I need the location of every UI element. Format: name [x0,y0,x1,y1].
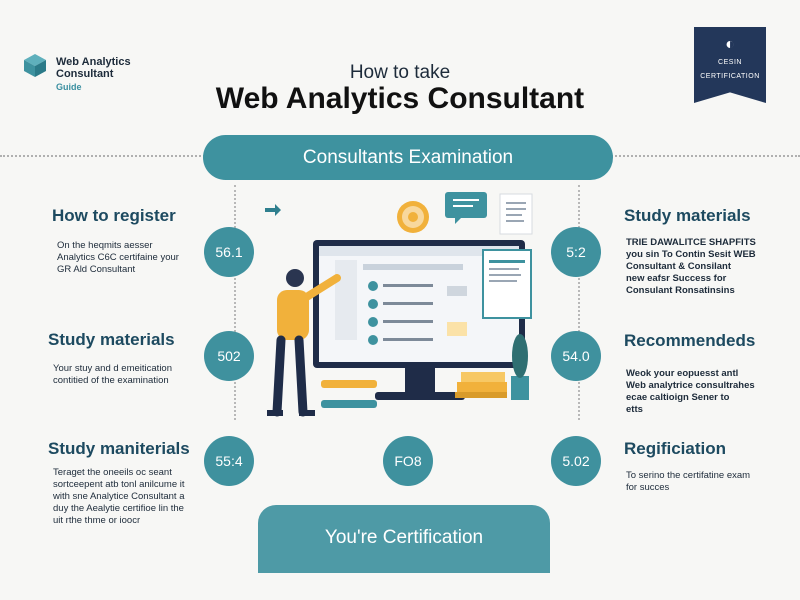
desk-items-icon [321,380,377,408]
top-banner: Consultants Examination [203,135,613,180]
left-heading-3: Study maniterials [48,439,190,458]
logo-cube-icon [24,54,46,77]
document-icon [499,193,533,235]
timeline-left [234,185,236,420]
title-line-1: How to take [349,62,451,83]
right-badge-1: 5:2 [551,227,601,277]
left-heading-2: Study materials [48,330,175,349]
plant-icon [511,334,529,400]
timeline-right [578,185,580,420]
center-badge: FO8 [383,436,433,486]
right-heading-3: Regificiation [624,439,727,458]
certification-badge: ◐ CESIN CERTIFICATION [694,27,766,103]
left-heading-1: How to register [52,206,176,225]
left-badge-2: 502 [204,331,254,381]
monitor-icon [313,240,532,400]
chat-bubble-icon [445,192,487,224]
person-icon [267,269,341,417]
logo-subtitle: Guide [56,82,82,92]
stacked-books-icon [455,372,507,398]
settings-coin-icon [397,201,429,233]
right-heading-2: Recommendeds [624,331,756,350]
left-badge-1: 56.1 [204,227,254,277]
right-heading-1: Study materials [624,206,751,225]
bottom-banner: You're Certification [258,505,550,573]
consultant-illustration [265,192,533,417]
right-badge-3: 5.02 [551,436,601,486]
page-title: Web Analytics Consultant [215,82,585,115]
badge-emblem-icon: ◐ [725,36,735,53]
arrow-icon [265,204,281,216]
left-badge-3: 55:4 [204,436,254,486]
right-badge-2: 54.0 [551,331,601,381]
